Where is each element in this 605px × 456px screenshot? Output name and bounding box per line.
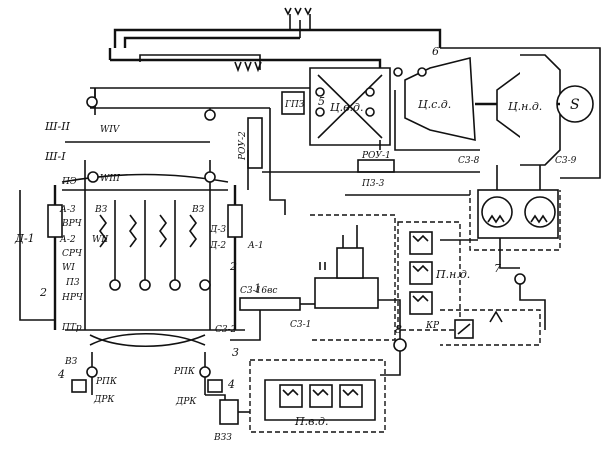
sz2-label: С3-2 (215, 325, 237, 335)
kr-label: КР (425, 321, 440, 331)
vrch-label: ВРЧ (61, 219, 83, 229)
lp-heaters: П.н.д. КР (397, 221, 541, 346)
deaerator (310, 214, 396, 341)
bottom-devices (71, 352, 250, 425)
d2-label: Д-2 (209, 241, 226, 251)
ip-cylinder: Ц.с.д. 6 (393, 45, 476, 142)
p3-label: П3 (65, 278, 80, 288)
a2-label: А-2 (59, 235, 76, 245)
num-4-right: 4 (227, 378, 235, 391)
sz1-label: С3-1 (290, 320, 311, 330)
num-8: 8 (395, 323, 402, 336)
d3-label: Д-3 (209, 225, 226, 235)
w2-label: WII (92, 235, 109, 245)
generator: S (475, 85, 594, 123)
pvd-label: П.в.д. (294, 415, 328, 428)
vz-right-label: ВЗ (191, 205, 205, 215)
condensers: 7 (440, 165, 561, 330)
a1-label: А-1 (247, 241, 264, 251)
pe-label: ПЭ (61, 177, 77, 187)
num-7: 7 (494, 262, 501, 275)
num-3: 3 (232, 346, 239, 359)
reduction-units: ГПЗ РОУ-2 РОУ-1 П3-3 С3-8 С3-9 (238, 91, 577, 215)
main-steam-lines (90, 7, 601, 179)
ptr-label: ПТр (61, 323, 82, 333)
sz9-label: С3-9 (555, 156, 577, 166)
num-5: 5 (318, 95, 325, 108)
sh1-label: Ш-I (44, 150, 66, 163)
cvd-label: Ц.в.д. (330, 101, 363, 114)
sz16-label: С3-16вс (240, 286, 277, 296)
d1-label: Д-1 (14, 232, 35, 245)
sh2-label: Ш-II (44, 120, 71, 133)
pz3-label: П3-3 (361, 179, 385, 189)
generator-symbol: S (570, 97, 580, 113)
num-6: 6 (432, 45, 439, 58)
num-4-left: 4 (57, 368, 65, 381)
num-2-right: 2 (229, 260, 237, 273)
srch-label: СРЧ (62, 249, 83, 259)
w3-label: WIII (100, 174, 120, 184)
lp-cylinder: Ц.н.д. (496, 54, 561, 166)
gpz-label: ГПЗ (284, 100, 305, 110)
drk-left-label: ДРК (93, 395, 115, 405)
w4-label: WIV (100, 125, 121, 135)
pnd-label: П.н.д. (435, 268, 470, 281)
rou1-label: РОУ-1 (361, 151, 391, 161)
boiler: 1 (47, 88, 315, 348)
nrch-label: НРЧ (61, 293, 84, 303)
num-1: 1 (254, 282, 261, 295)
rou2-label: РОУ-2 (238, 131, 248, 161)
w1-label: WI (62, 263, 75, 273)
hp-heaters: П.в.д. (249, 359, 386, 433)
sz8-label: С3-8 (458, 156, 480, 166)
a3-label: А-3 (59, 205, 76, 215)
drk-right-label: ДРК (175, 397, 197, 407)
vzz-label: ВЗЗ (213, 433, 232, 443)
cnd-label: Ц.н.д. (508, 100, 542, 113)
rpk-right-label: РПК (173, 367, 196, 377)
feed-pump-8: 8 (378, 299, 407, 376)
vz-bottom-label: ВЗ (64, 357, 78, 367)
rpk-left-label: РПК (95, 377, 118, 387)
hp-cylinder: Ц.в.д. 5 (309, 67, 391, 146)
num-2-left: 2 (39, 286, 47, 299)
vz-left-label: ВЗ (94, 205, 108, 215)
csd-label: Ц.с.д. (418, 98, 451, 111)
